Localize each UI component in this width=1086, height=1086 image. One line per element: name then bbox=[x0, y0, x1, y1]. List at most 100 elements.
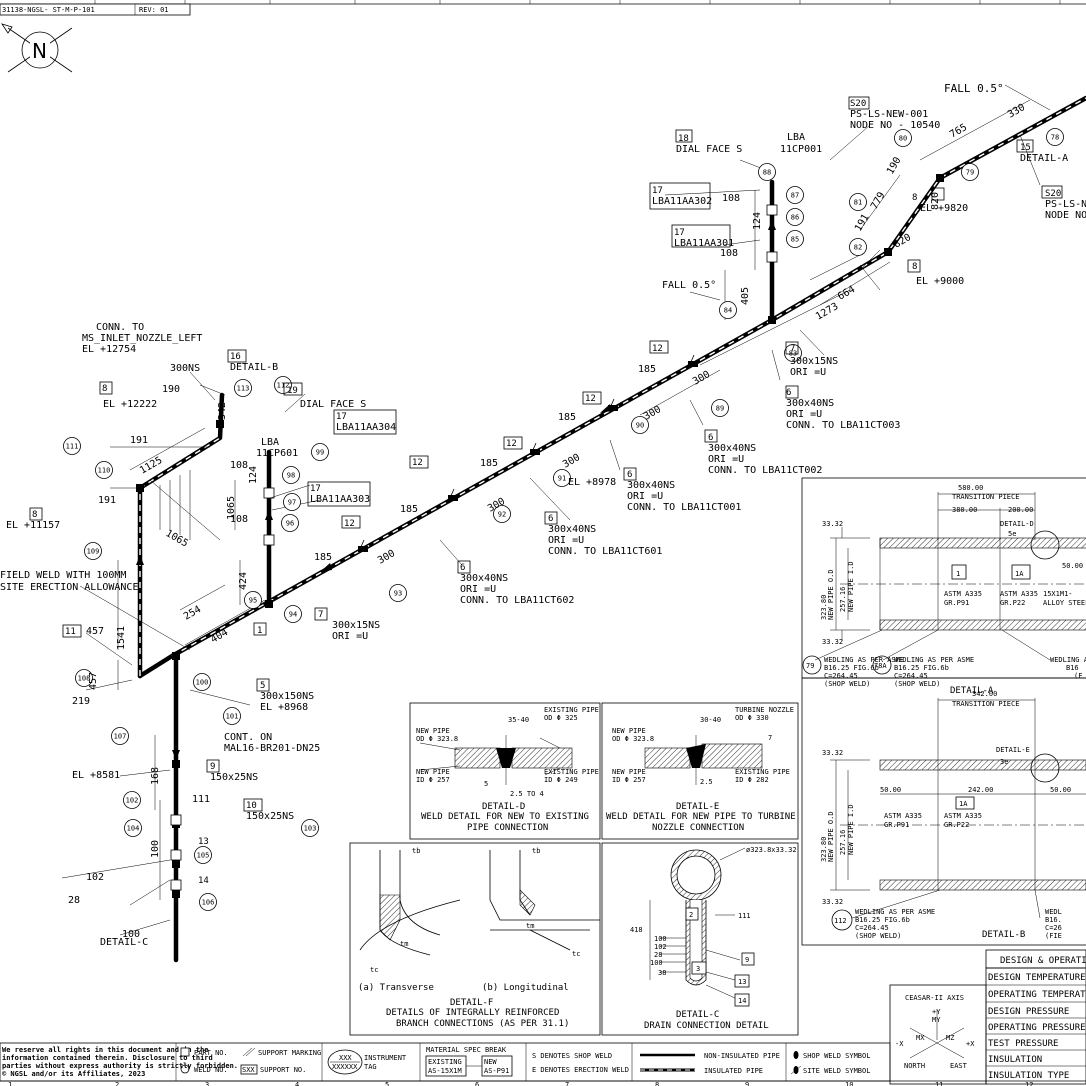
axis-plus-x: +X bbox=[966, 1040, 975, 1048]
iso-label: 820 bbox=[930, 192, 941, 210]
iso-label: CONN. TO LBA11CT602 bbox=[460, 595, 574, 606]
grid-number: 3 bbox=[205, 1081, 209, 1086]
detail-e-label-3: OD Φ 330 bbox=[735, 714, 769, 722]
detail-c-tag-14: 14 bbox=[738, 997, 746, 1005]
detail-a-mat-2: GR.P91 bbox=[944, 599, 969, 607]
iso-label: ORI =U bbox=[548, 535, 584, 546]
north-arrow: N bbox=[1, 23, 73, 73]
weld-bubble: 108 bbox=[75, 669, 93, 687]
iso-label: DETAIL-B bbox=[230, 362, 278, 373]
iso-label: LBA11AA303 bbox=[310, 494, 370, 505]
weld-bubble: 93 bbox=[389, 584, 407, 602]
weld-bubble-number: 112 bbox=[277, 382, 290, 390]
iso-label: 5 bbox=[260, 681, 265, 691]
weld-bubble-number: 101 bbox=[226, 713, 239, 721]
weld-bubble-number: 109 bbox=[87, 548, 100, 556]
iso-label: 300x150NS bbox=[260, 691, 314, 702]
weld-bubble: 79 bbox=[961, 163, 979, 181]
iso-label: 6 bbox=[460, 563, 465, 573]
iso-label: 124 bbox=[752, 212, 763, 230]
legend-shop-weld-s: S DENOTES SHOP WELD bbox=[532, 1052, 612, 1060]
detail-b-od-label: NEW PIPE O.D bbox=[827, 811, 835, 862]
weld-bubble: 85 bbox=[786, 230, 804, 248]
detail-b-detail-e: DETAIL-E bbox=[996, 746, 1030, 754]
weld-bubble-number: 89 bbox=[716, 405, 724, 413]
legend-new-spec: AS-P91 bbox=[484, 1067, 509, 1075]
iso-label: 7 bbox=[790, 344, 795, 354]
detail-a-mat-1: ASTM A335 bbox=[944, 590, 982, 598]
detail-b-od-val: 323.80 bbox=[820, 837, 828, 862]
detail-a-weld1-l1: WEDLING AS PER ASME bbox=[824, 656, 904, 664]
detail-e-label-0: NEW PIPE bbox=[612, 727, 646, 735]
iso-label: 15 bbox=[1020, 143, 1031, 153]
weld-bubble-number: 107 bbox=[114, 733, 127, 741]
legend-part-no: PART NO. bbox=[194, 1049, 228, 1057]
grid-number: 10 bbox=[845, 1081, 853, 1086]
weld-bubble: 90 bbox=[631, 416, 649, 434]
north-letter: N bbox=[32, 39, 47, 63]
iso-label: 150x25NS bbox=[210, 772, 258, 783]
iso-label: 457 bbox=[86, 626, 104, 637]
design-row-2: OPERATING TEMPERAT bbox=[988, 990, 1086, 1000]
detail-a-weld2-l1: WEDLING AS PER ASME bbox=[894, 656, 974, 664]
iso-label: 457 bbox=[88, 672, 99, 690]
iso-label: 8 bbox=[912, 262, 917, 272]
detail-b-tag-1a: 1A bbox=[959, 800, 968, 808]
detail-c-dim-100a: 100 bbox=[654, 935, 667, 943]
iso-label: NODE NO bbox=[1045, 210, 1086, 221]
iso-label: 102 bbox=[86, 872, 104, 883]
iso-label: 12 bbox=[344, 519, 355, 529]
detail-c-dim-28: 28 bbox=[654, 951, 662, 959]
legend-tag: TAG bbox=[364, 1063, 377, 1071]
weld-bubble-number: 82 bbox=[854, 244, 862, 252]
legend-shop-weld-symbol: SHOP WELD SYMBOL bbox=[803, 1052, 870, 1060]
iso-label: 12 bbox=[652, 344, 663, 354]
detail-b-mat-1: ASTM A335 bbox=[884, 812, 922, 820]
weld-bubble: 81 bbox=[849, 193, 867, 211]
weld-bubble-number: 91 bbox=[558, 475, 566, 483]
detail-a-mat-5: 15X1M1- bbox=[1043, 590, 1073, 598]
iso-label: 191 bbox=[130, 435, 148, 446]
iso-label: 11CP001 bbox=[780, 144, 822, 155]
weld-bubble-number: 106 bbox=[202, 899, 215, 907]
iso-label: DETAIL-C bbox=[100, 937, 148, 948]
detail-e-label-7: ID Φ 257 bbox=[612, 776, 646, 784]
detail-a-id-label: NEW PIPE I.D bbox=[847, 561, 855, 612]
iso-label: 6 bbox=[548, 514, 553, 524]
iso-label: SITE ERECTION ALLOWANCE bbox=[0, 582, 138, 593]
iso-label: EL +12754 bbox=[82, 344, 136, 355]
iso-label: 8 bbox=[912, 193, 917, 203]
detail-a-od-val: 323.80 bbox=[820, 595, 828, 620]
weld-bubble-number: 103 bbox=[304, 825, 317, 833]
iso-label: 1 bbox=[257, 626, 262, 636]
iso-label: DIAL FACE S bbox=[300, 399, 366, 410]
iso-label: CONN. TO LBA11CT002 bbox=[708, 465, 822, 476]
detail-c-panel: ø323.8x33.32 418 2 111 100 102 28 100 38… bbox=[601, 842, 799, 1036]
detail-a-weld3-l1: WEDLING AS bbox=[1050, 656, 1086, 664]
detail-f-tc-a: tc bbox=[370, 966, 378, 974]
weld-bubble: 106 bbox=[199, 893, 217, 911]
legend-erection-weld-e: E DENOTES ERECTION WELD bbox=[532, 1066, 629, 1074]
detail-a-mat-3: ASTM A335 bbox=[1000, 590, 1038, 598]
pipe-routing bbox=[61, 84, 1086, 963]
iso-label: 190 bbox=[162, 384, 180, 395]
iso-label: EL +8581 bbox=[72, 770, 120, 781]
weld-bubble: 91 bbox=[553, 469, 571, 487]
detail-b-weld1-l2: B16.25 FIG.6b bbox=[855, 916, 910, 924]
legend-inst-xxxxxx: XXXXXX bbox=[332, 1063, 358, 1071]
detail-e-label-8: 2.5 bbox=[700, 778, 713, 786]
detail-a-weld1-l2: B16.25 FIG.6b bbox=[824, 664, 879, 672]
detail-c-tag-3: 3 bbox=[696, 965, 700, 973]
disclaimer-4: © NGSL and/or its Affiliates, 2023 bbox=[2, 1070, 145, 1078]
detail-f-tm-a: tm bbox=[400, 940, 408, 948]
design-row-5: TEST PRESSURE bbox=[988, 1039, 1058, 1049]
iso-label: CONN. TO LBA11CT001 bbox=[627, 502, 741, 513]
iso-label: 300x40NS bbox=[548, 524, 596, 535]
iso-label: 168 bbox=[150, 767, 161, 785]
weld-bubble: 92 bbox=[493, 505, 511, 523]
weld-bubble-number: 93 bbox=[394, 590, 402, 598]
weld-bubble-number: 94 bbox=[289, 611, 297, 619]
iso-label: EL +12222 bbox=[103, 399, 157, 410]
weld-bubble: 100 bbox=[193, 673, 211, 691]
iso-label: CONT. ON bbox=[224, 732, 272, 743]
